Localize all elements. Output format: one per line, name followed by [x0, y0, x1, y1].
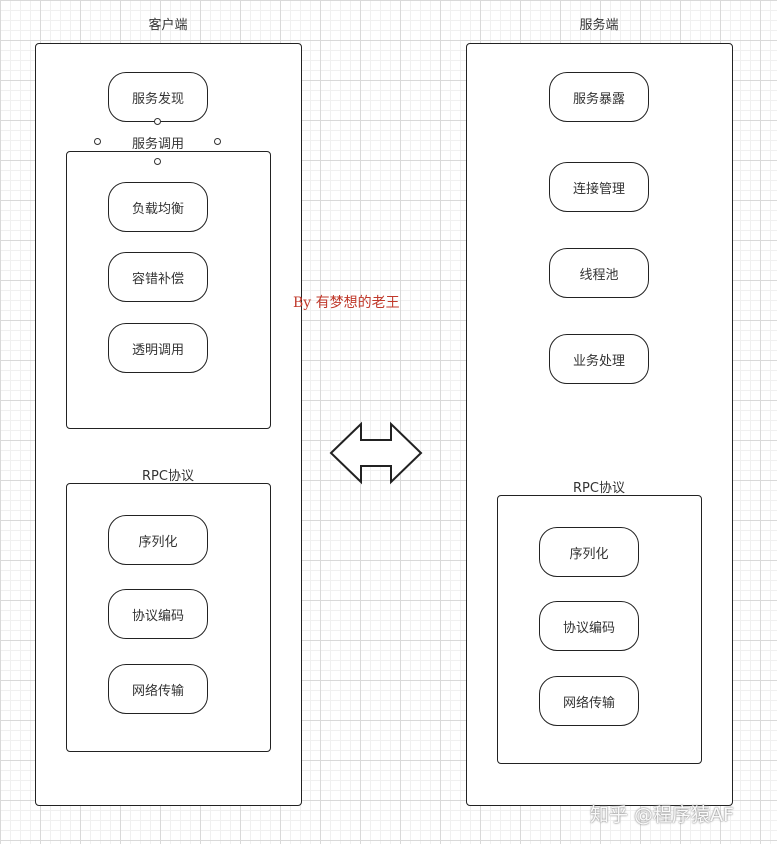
server-rpc-title: RPC协议 — [573, 481, 625, 496]
server-rpc-item[interactable]: 网络传输 — [539, 676, 639, 726]
server-item[interactable]: 连接管理 — [549, 162, 649, 212]
client-rpc-title: RPC协议 — [142, 469, 194, 484]
double-arrow-icon — [329, 421, 423, 485]
connection-handle — [154, 158, 161, 165]
client-rpc-item[interactable]: 网络传输 — [108, 664, 208, 714]
footer-watermark: 知乎 @程序猿AF — [590, 804, 734, 826]
server-item[interactable]: 线程池 — [549, 248, 649, 298]
client-service-discovery[interactable]: 服务发现 — [108, 72, 208, 122]
connection-handle — [154, 118, 161, 125]
client-invoke-item[interactable]: 负载均衡 — [108, 182, 208, 232]
server-rpc-item[interactable]: 序列化 — [539, 527, 639, 577]
connection-handle — [214, 138, 221, 145]
client-invoke-item[interactable]: 容错补偿 — [108, 252, 208, 302]
server-item[interactable]: 服务暴露 — [549, 72, 649, 122]
author-watermark: By 有梦想的老王 — [293, 295, 400, 311]
connection-handle — [94, 138, 101, 145]
client-rpc-item[interactable]: 协议编码 — [108, 589, 208, 639]
server-title: 服务端 — [579, 18, 619, 33]
server-item[interactable]: 业务处理 — [549, 334, 649, 384]
server-rpc-item[interactable]: 协议编码 — [539, 601, 639, 651]
client-invoke-item[interactable]: 透明调用 — [108, 323, 208, 373]
client-rpc-item[interactable]: 序列化 — [108, 515, 208, 565]
client-title: 客户端 — [148, 18, 188, 33]
invoke-group-title: 服务调用 — [131, 137, 184, 152]
